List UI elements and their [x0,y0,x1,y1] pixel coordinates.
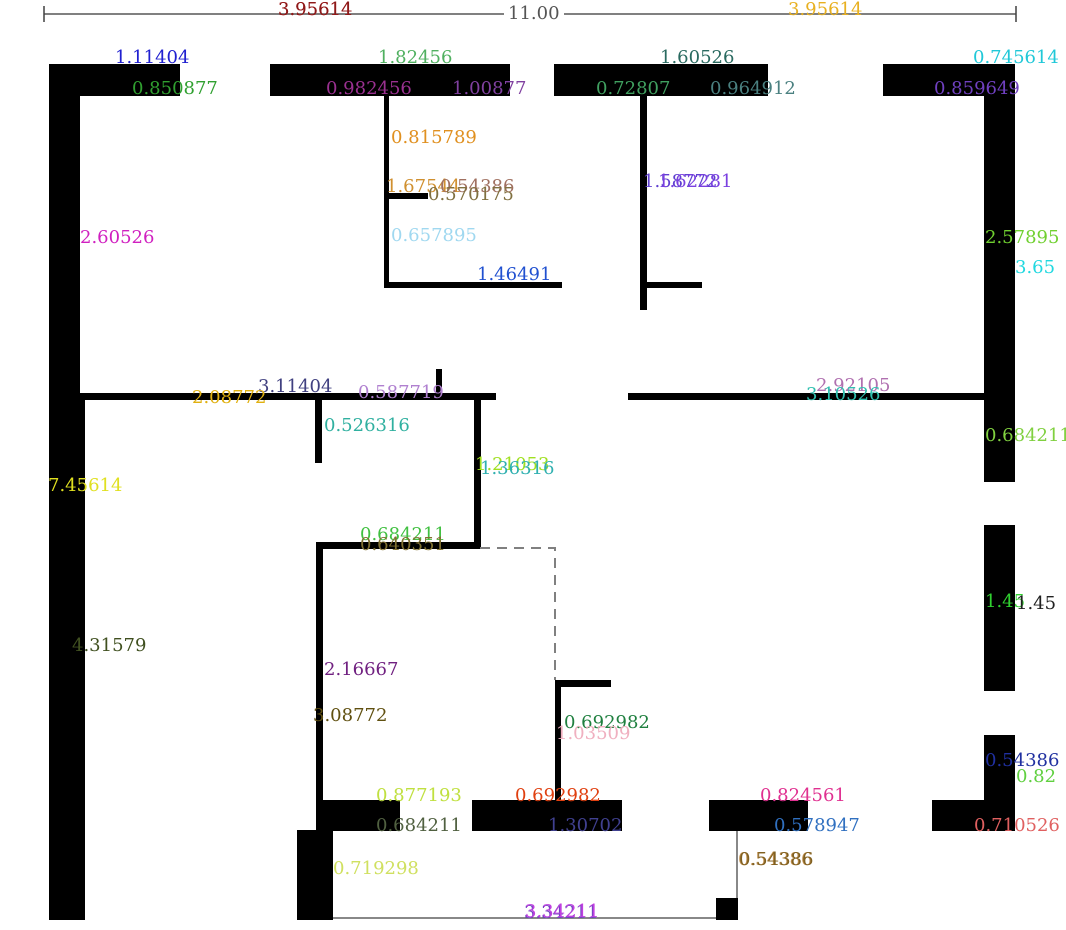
dimension-label: 0.82 [1016,766,1057,787]
dimension-label: 0.964912 [710,78,796,99]
dimension-label: 0.587719 [358,382,444,403]
dimension-label: 1.82456 [378,47,453,68]
dimension-label: 1.30702 [548,815,623,836]
dimension-label: 0.684211 [376,815,462,836]
dimension-label: 3.08772 [313,705,388,726]
dimension-label: 0.692982 [515,785,601,806]
dimension-label: 0.877193 [376,785,462,806]
dimension-label: 1.21053 [475,454,550,475]
dimension-label: 0.745614 [973,47,1059,68]
interior-wall-door-jamb [436,369,442,399]
dimension-label: 4.31579 [72,635,147,656]
dimension-label: 1.45 [985,591,1026,612]
dimension-label: 1.11404 [115,47,190,68]
interior-wall-bath-top [316,542,480,549]
overall-dimension: 11.00 [504,4,564,24]
interior-wall-stub-left [315,393,322,463]
dimension-label: 3.11404 [258,376,333,397]
dimension-label: 3.95614 [788,0,863,20]
dimension-label: 0.578947 [774,815,860,836]
dimension-label: 3.65 [1015,257,1056,278]
dimension-label: 1.58772 [643,171,718,192]
interior-wall-bath-stub [555,680,611,687]
dimension-label: 0.692982 [564,712,650,733]
dimension-label: 3.95614 [278,0,353,20]
dashed-opening [480,547,556,680]
interior-wall-horizontal-right [628,393,988,400]
dimension-label: 3.34211 [525,901,600,922]
interior-wall-closet-shelf [384,193,428,199]
wall-bottom-pier [716,898,738,920]
dimension-label: 0.54386 [985,750,1060,771]
dimension-label: 1.36316 [480,458,555,479]
dimension-label: 0.719298 [333,858,419,879]
dimension-label: 1.00877 [452,78,527,99]
wall-bottom-right [932,800,1015,831]
dimension-label: 0.72807 [596,78,671,99]
wall-right-upper [984,64,1015,482]
dimension-label: 0.570175 [428,184,514,205]
dimension-label: 0.859649 [934,78,1020,99]
interior-wall-stub-right [640,282,702,288]
dimension-label: 1.03509 [556,723,631,744]
dimension-label: 1.45 [1016,593,1057,614]
dimension-label: 0.54386 [440,176,515,197]
dimension-label: 1.46491 [477,264,552,285]
dimension-label: 2.60526 [80,227,155,248]
dimension-label: 0.850877 [132,78,218,99]
interior-wall-closet-bottom [384,282,562,288]
dimension-label: 2.57895 [985,227,1060,248]
dimension-label: 0.684211 [985,425,1066,446]
interior-wall-corridor [474,393,481,548]
wall-bottom-center [472,800,622,831]
dimension-label: 0.982456 [326,78,412,99]
dimension-label: 0.824561 [760,785,846,806]
wall-left-upper [49,64,80,406]
dimension-label: 0.640351 [360,534,446,555]
dimension-label: 0.54386 [739,849,814,870]
dimension-label: 3.34211 [524,902,599,923]
dimension-label: 2.08772 [192,387,267,408]
interior-wall-bath-left [316,542,323,830]
interior-wall-closet-left [384,94,389,288]
dimension-label: 2.92105 [816,375,891,396]
dimension-label: 3.10526 [806,384,881,405]
dimension-label: 0.54386 [738,849,813,870]
dimension-label: 3.95614 [278,0,353,20]
interior-wall-bath-right [555,680,561,802]
wall-bottom-center-right [709,800,808,831]
dimension-label: 1.67544 [386,176,461,197]
wall-bottom-left-stub [318,800,400,831]
dimension-label: 0.526316 [324,415,410,436]
dimension-label: 7.45614 [48,475,123,496]
interior-wall-vertical-right [640,94,647,310]
wall-left-lower [49,400,85,920]
interior-wall-horizontal-left [70,393,496,400]
dimension-label: 1.60526 [660,47,735,68]
dimension-label: 0.657895 [391,225,477,246]
dimension-label: 0.815789 [391,127,477,148]
dimension-label: 2.16667 [324,659,399,680]
wall-top-middle-left [270,64,510,96]
wall-right-middle [984,525,1015,691]
dimension-label: 0.710526 [974,815,1060,836]
dimension-label: 1.62281 [658,171,733,192]
wall-top-middle-right [554,64,768,96]
wall-bottom-left-pier [297,830,333,920]
dimension-label: 0.684211 [360,524,446,545]
